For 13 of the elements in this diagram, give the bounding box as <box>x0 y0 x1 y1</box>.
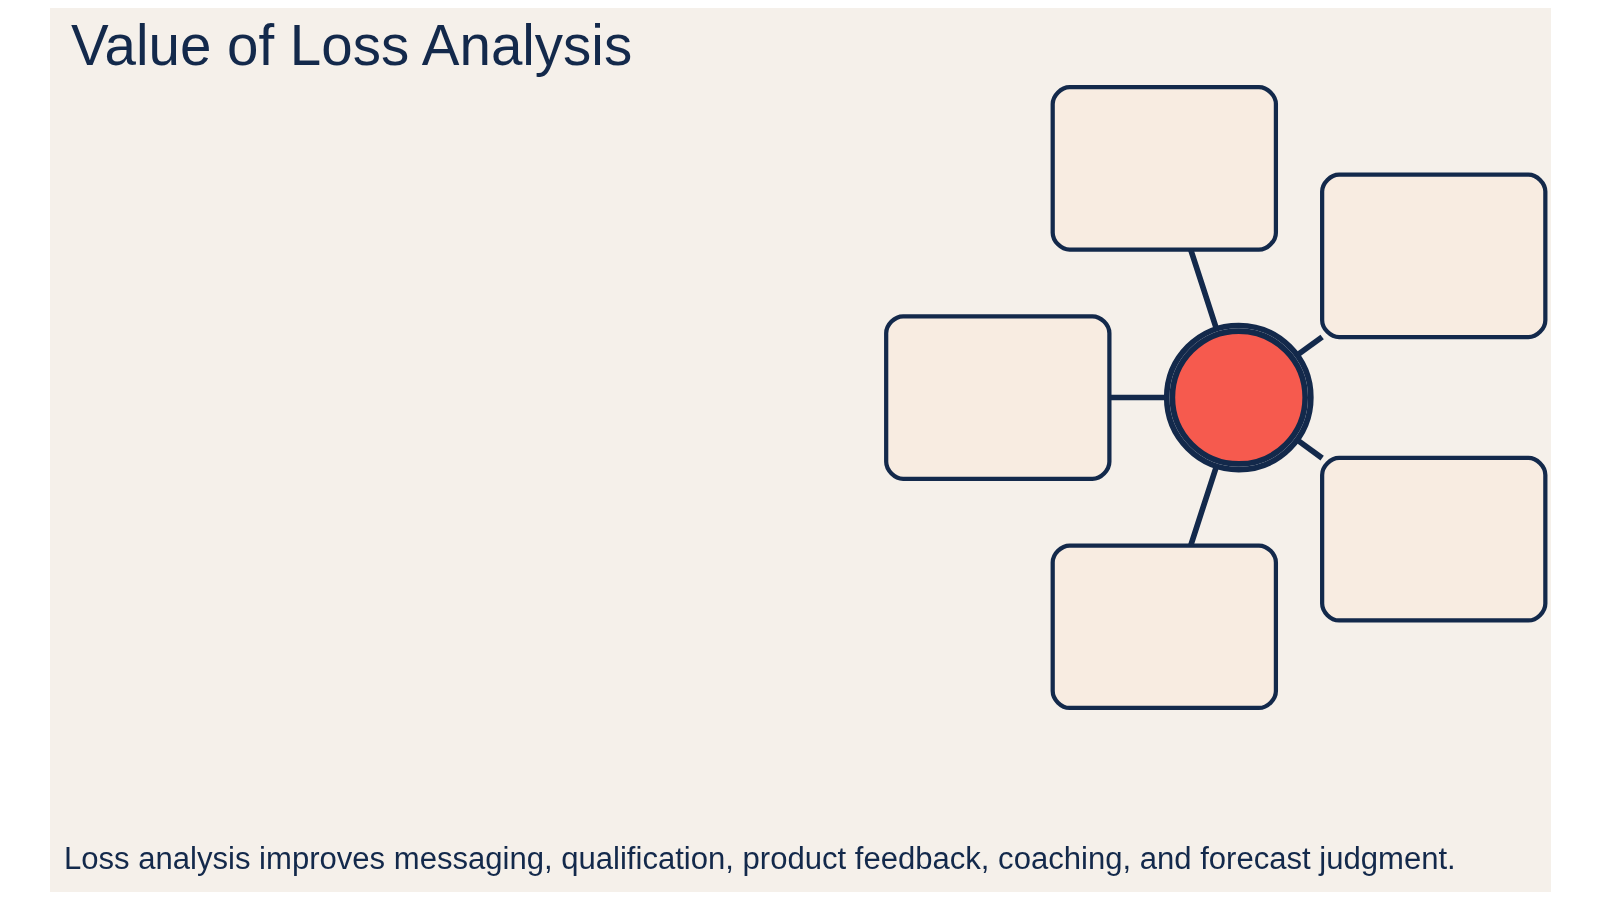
connector <box>1295 334 1324 358</box>
connector <box>1187 465 1219 547</box>
connector <box>1187 248 1219 330</box>
connector <box>1295 437 1324 461</box>
diagram-title: Value of Loss Analysis <box>70 13 632 77</box>
node-box <box>883 314 1111 481</box>
node-circle <box>1163 322 1314 473</box>
label: Loss analysis improves messaging, qualification, product feedback, coaching, and forecast judgment. <box>63 840 1456 876</box>
node-box <box>1050 85 1278 252</box>
node-box <box>1319 172 1547 340</box>
node-box <box>1050 543 1278 711</box>
node-box <box>1319 455 1547 623</box>
connector <box>1109 394 1166 401</box>
